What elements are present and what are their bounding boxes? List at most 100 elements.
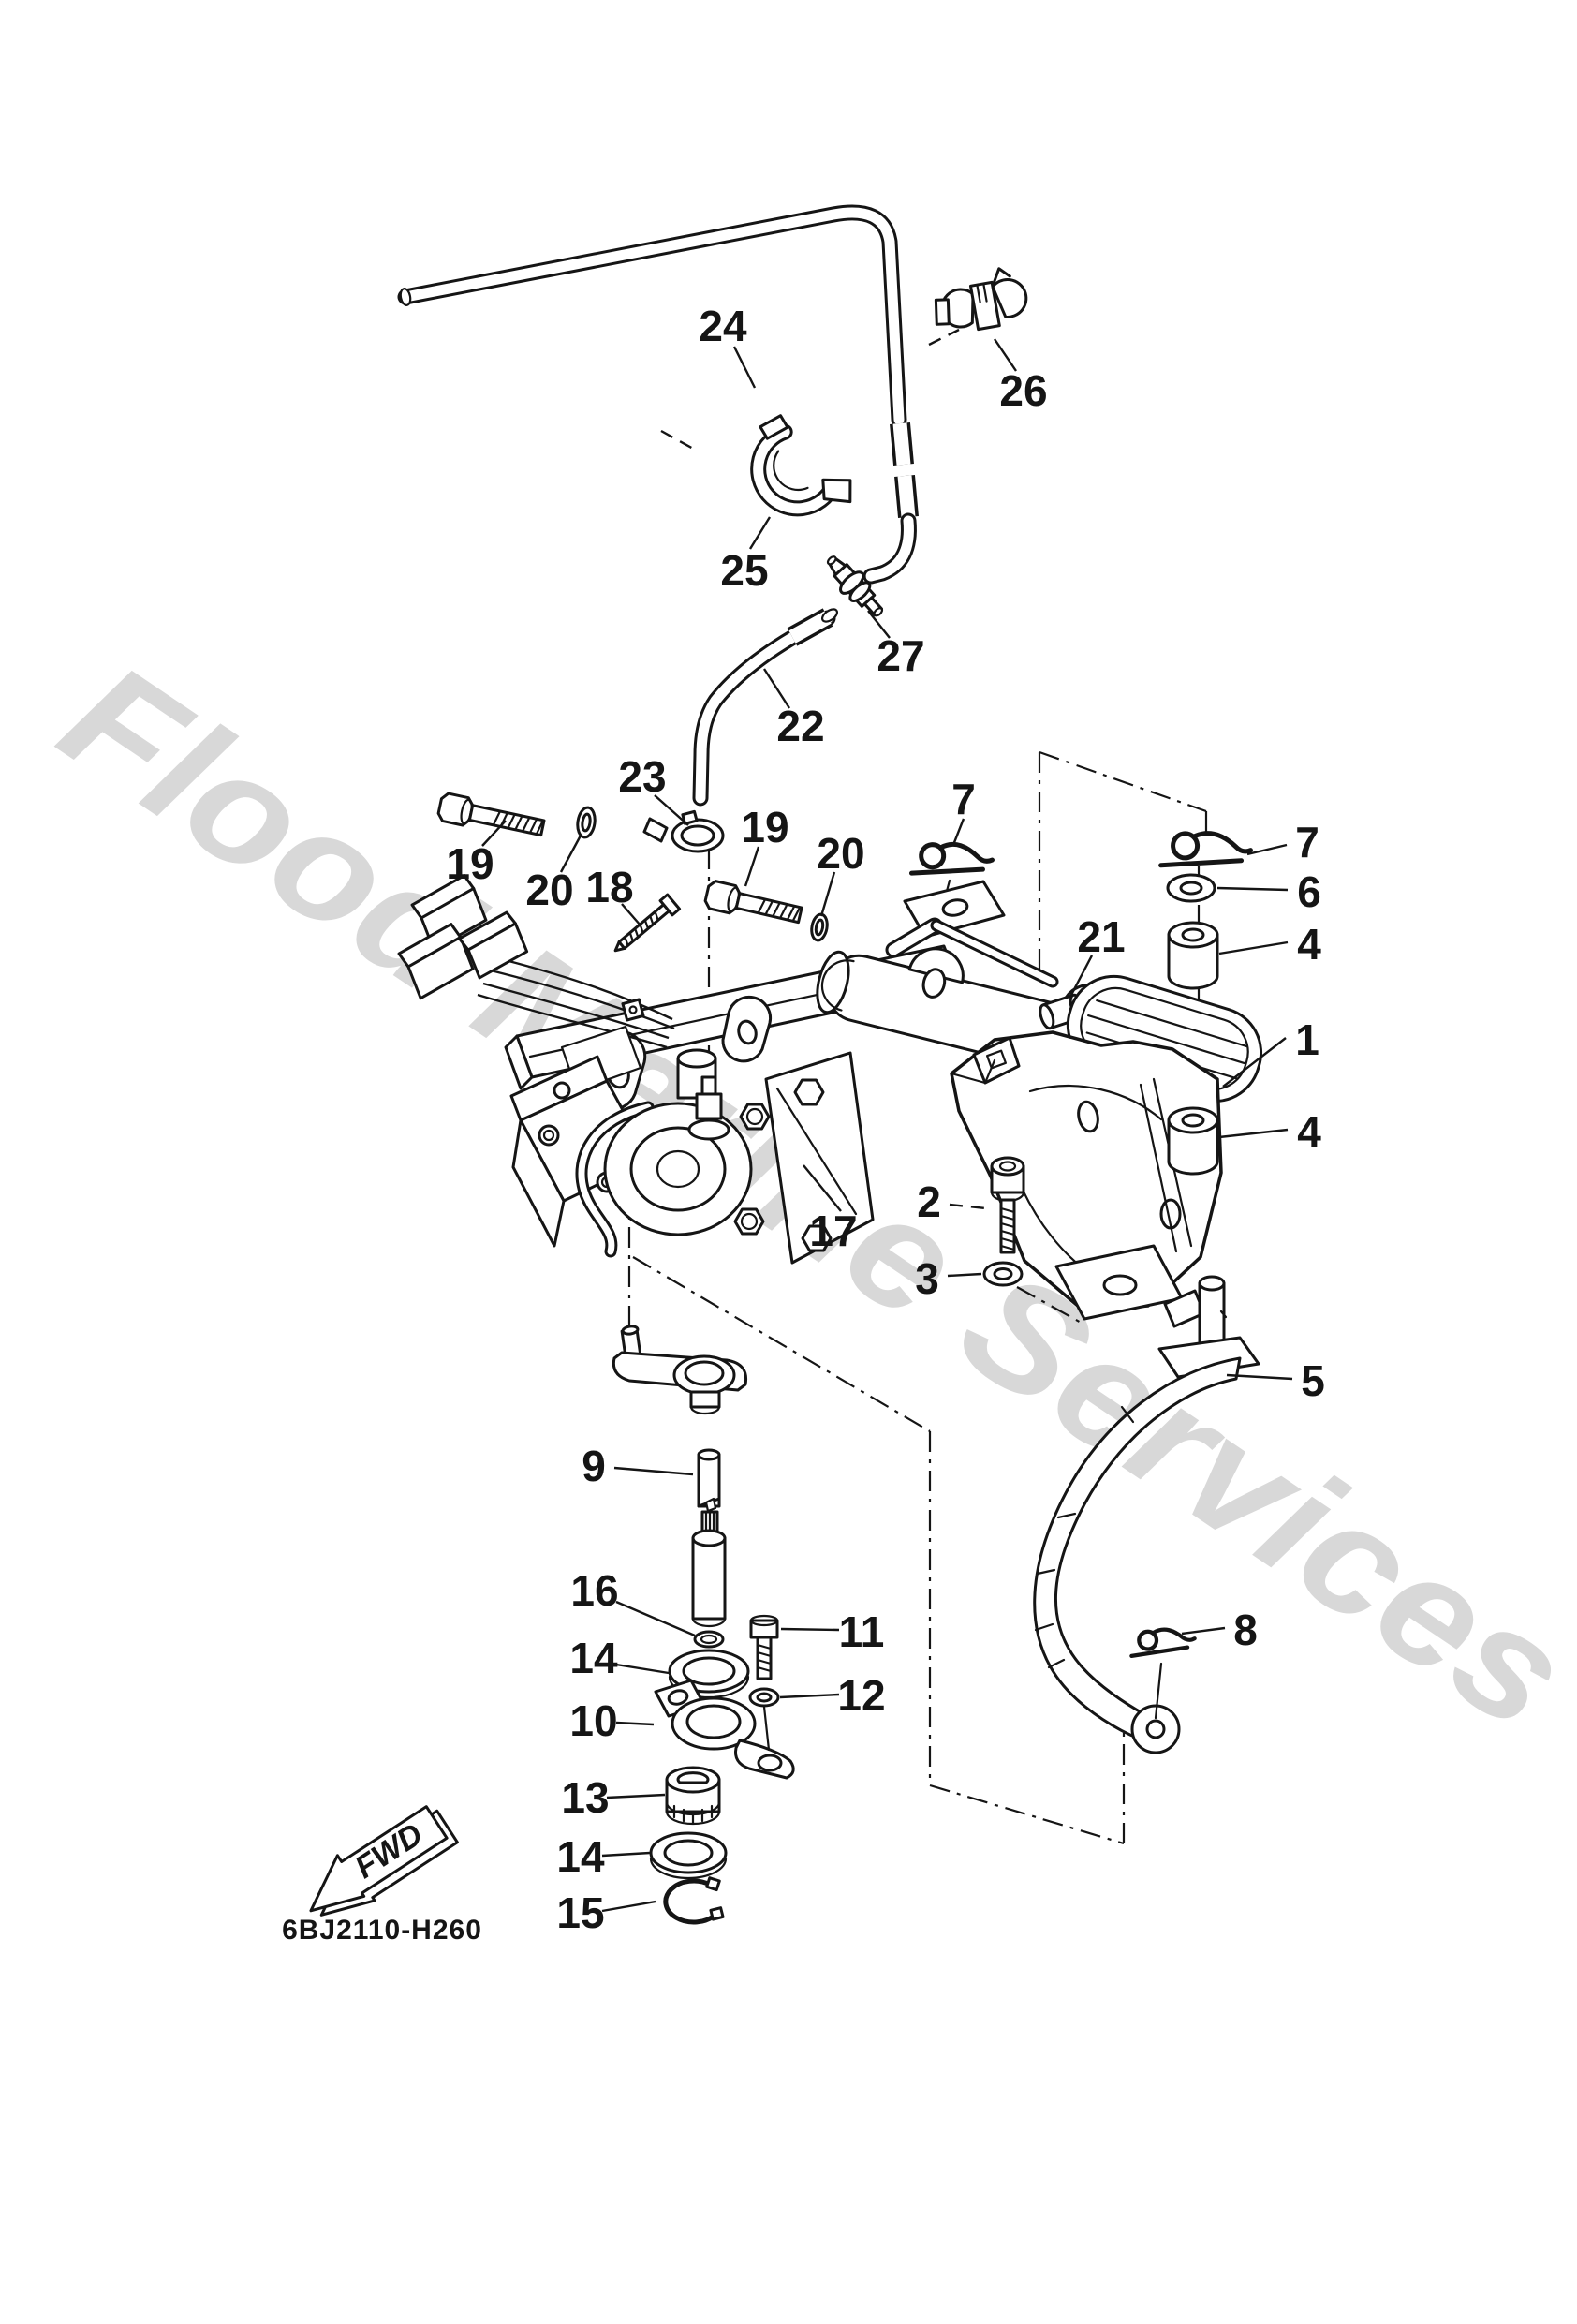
steering-arm-end — [885, 880, 1059, 988]
leader-line-4 — [1218, 940, 1289, 955]
part-8-cotter-pin — [1129, 1627, 1197, 1658]
part-9-shaft — [691, 1448, 727, 1628]
leader-line-7 — [1246, 843, 1288, 856]
leader-line-7 — [951, 818, 965, 846]
part-20-washer-right — [810, 912, 829, 942]
leader-line-10 — [615, 1721, 655, 1726]
leader-line-20 — [819, 871, 836, 917]
callout-26-1: 26 — [999, 366, 1047, 415]
leader-line-18 — [621, 903, 641, 926]
callout-19-9: 19 — [741, 803, 788, 851]
leader-line-14 — [615, 1663, 670, 1675]
leader-line-22 — [762, 668, 791, 709]
callout-25-2: 25 — [720, 546, 768, 595]
washer-12-axis — [762, 1705, 771, 1752]
part-15-circlip — [663, 1876, 725, 1925]
callout-9-23: 9 — [582, 1442, 606, 1490]
callout-17-18: 17 — [809, 1206, 857, 1255]
leader-line-9 — [613, 1466, 694, 1476]
part-11-bolt — [749, 1614, 779, 1680]
callout-15-31: 15 — [556, 1888, 604, 1937]
leader-line-26 — [994, 338, 1017, 372]
leader-line-15 — [601, 1900, 656, 1913]
callout-22-4: 22 — [776, 702, 824, 750]
leader-line-14 — [601, 1851, 651, 1858]
leader-line-3 — [947, 1272, 982, 1278]
callout-20-10: 20 — [817, 829, 864, 878]
leader-line-27 — [867, 610, 891, 639]
leader-line-13 — [606, 1793, 666, 1799]
callout-10-26: 10 — [569, 1696, 617, 1745]
callout-14-30: 14 — [556, 1832, 605, 1881]
leader-line-19 — [744, 846, 760, 887]
part-24-fuel-hose — [397, 204, 919, 585]
callout-12-28: 12 — [837, 1671, 885, 1720]
leader-line-25 — [748, 516, 772, 550]
part-3-washer — [982, 1261, 1024, 1287]
callout-21-17: 21 — [1077, 912, 1125, 961]
leader-line-1 — [1222, 1037, 1287, 1088]
part-1-clamp-bracket — [950, 974, 1263, 1328]
callout-2-19: 2 — [917, 1177, 941, 1226]
callout-8-22: 8 — [1233, 1606, 1258, 1654]
leader-line-5 — [1226, 1373, 1293, 1381]
part-19-bolt-right — [703, 880, 803, 925]
leader-line-6 — [1216, 886, 1289, 892]
part-23-clamp — [642, 809, 725, 853]
callout-19-6: 19 — [446, 839, 494, 888]
wire-connectors — [397, 874, 675, 1049]
callout-16-24: 16 — [570, 1566, 618, 1615]
pin-8-axis — [1154, 1662, 1163, 1720]
callout-24-0: 24 — [699, 302, 747, 350]
part-7-cotter-pin-left — [908, 841, 995, 876]
part-19-bolt-left — [436, 792, 546, 837]
leader-line-20 — [559, 835, 582, 873]
leader-line-24 — [732, 346, 757, 389]
drawing-code: 6BJ2110-H260 — [282, 1915, 482, 1946]
callout-18-8: 18 — [585, 863, 633, 911]
callout-27-3: 27 — [877, 631, 924, 680]
part-17-pump-unit — [509, 1025, 875, 1265]
callout-7-11: 7 — [951, 775, 976, 823]
part-16-oring — [693, 1630, 725, 1649]
lever-arm-upper — [612, 1325, 748, 1415]
part-10-throttle-lever — [654, 1679, 795, 1780]
construction-lines — [627, 750, 1208, 1845]
leader-line-11 — [780, 1627, 840, 1632]
leader-line-23 — [654, 794, 689, 826]
leader-line-2 — [949, 1203, 987, 1210]
callout-6-13: 6 — [1297, 867, 1321, 916]
part-18-screw — [613, 893, 682, 953]
callout-14-25: 14 — [569, 1634, 618, 1682]
part-26-hose-clip — [934, 267, 1028, 332]
part-14-washer-lower — [649, 1831, 728, 1880]
part-22-hose — [692, 608, 839, 807]
part-25-hose-clamp — [750, 414, 852, 517]
part-27-joint-fitting — [826, 555, 884, 617]
part-6-washer — [1166, 873, 1216, 903]
leader-line-4 — [1218, 1128, 1289, 1139]
callout-20-7: 20 — [525, 866, 573, 914]
part-4-bushing-upper — [1167, 921, 1219, 990]
clip-26-position-dash — [928, 328, 960, 347]
part-20-washer-left — [576, 806, 597, 839]
leader-line-17 — [803, 1164, 842, 1212]
leader-line-16 — [615, 1600, 696, 1637]
callout-5-21: 5 — [1301, 1356, 1325, 1405]
part-13-bushing — [665, 1766, 721, 1826]
callout-3-20: 3 — [915, 1254, 939, 1303]
fwd-arrow: FWD — [309, 1805, 459, 1917]
callout-13-29: 13 — [561, 1773, 609, 1822]
part-2-bolt — [990, 1156, 1025, 1254]
clamp-25-position-dash — [660, 429, 696, 451]
callout-11-27: 11 — [839, 1607, 885, 1656]
part-4-bushing-lower — [1167, 1106, 1219, 1176]
callout-4-14: 4 — [1297, 920, 1321, 969]
leader-line-19 — [481, 820, 507, 847]
part-12-washer — [748, 1687, 780, 1708]
leader-line-8 — [1181, 1626, 1226, 1636]
leader-line-21 — [1069, 955, 1094, 998]
